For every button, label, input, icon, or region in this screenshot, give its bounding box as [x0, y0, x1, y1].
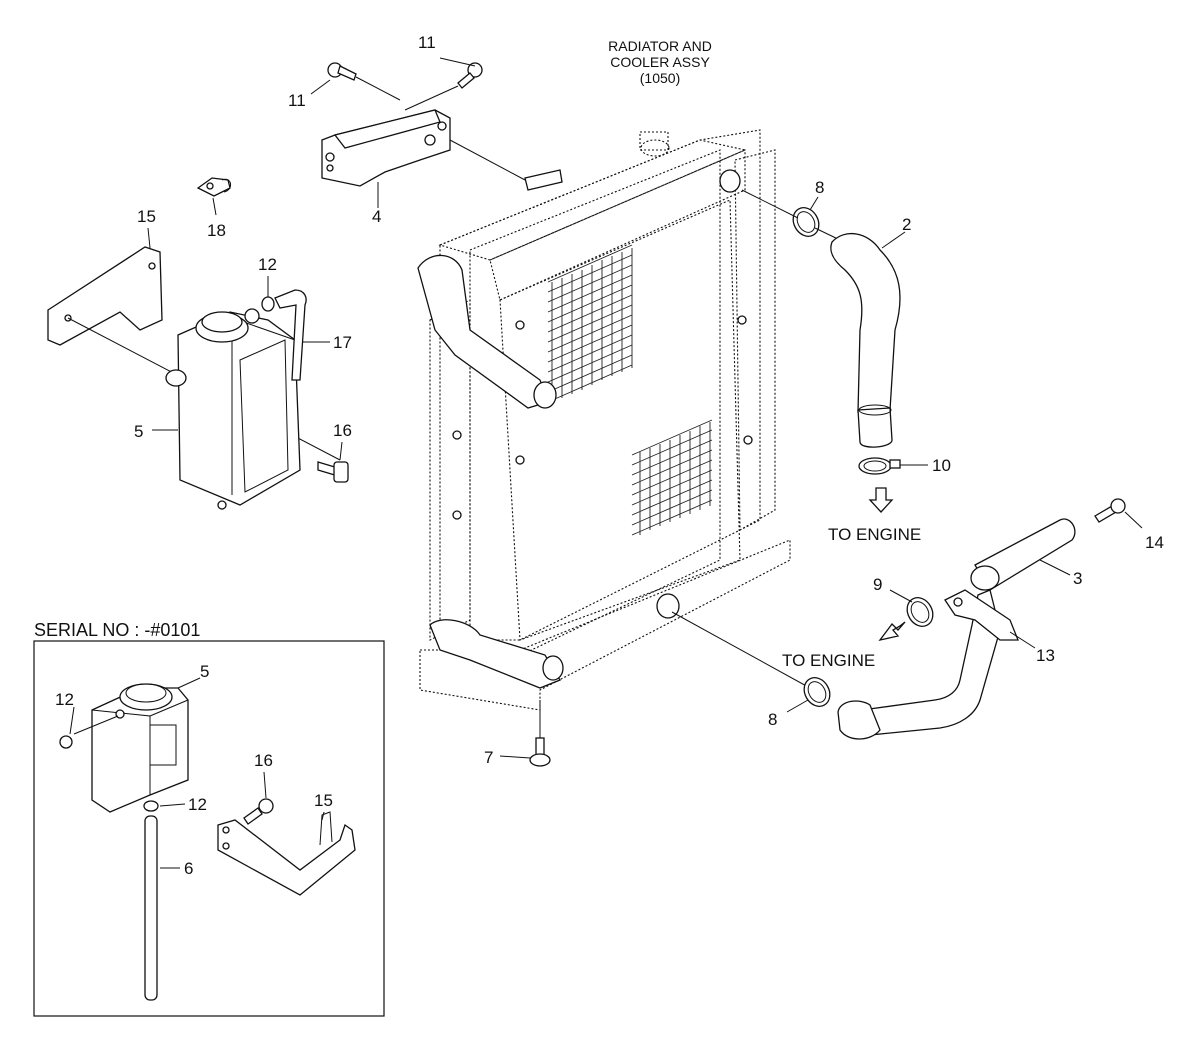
clip-18 — [196, 177, 231, 197]
to-engine-lower-label: TO ENGINE — [782, 651, 875, 670]
to-engine-upper-label: TO ENGINE — [828, 525, 921, 544]
callout-8-lower: 8 — [768, 710, 777, 729]
serial-label: SERIAL NO : -#0101 — [34, 620, 200, 640]
leader-lines — [147, 57, 1143, 759]
elbow-12 — [261, 296, 275, 312]
serial-inset — [33, 640, 385, 1017]
arrow-down-icon — [868, 487, 894, 513]
inset-callout-12-left: 12 — [55, 690, 74, 709]
inset-callout-12-bottom: 12 — [188, 795, 207, 814]
callout-2: 2 — [902, 215, 911, 234]
callout-9: 9 — [873, 575, 882, 594]
inset-callout-15: 15 — [314, 791, 333, 810]
bolt-11-right — [404, 62, 483, 111]
clamp-8-lower — [803, 677, 831, 707]
inset-reservoir-tank — [91, 683, 189, 813]
core-mesh-lower — [631, 419, 713, 536]
bolt-11-left — [327, 62, 401, 101]
callout-14: 14 — [1145, 533, 1164, 552]
arrow-down-left-icon — [878, 621, 906, 642]
assembly-title-line-1: RADIATOR AND — [608, 38, 712, 54]
clamp-8-upper — [741, 189, 841, 241]
callout-17: 17 — [333, 333, 352, 352]
reservoir-tank-5 — [165, 308, 301, 510]
callout-8-upper: 8 — [815, 178, 824, 197]
clamp-10 — [858, 457, 901, 475]
inset-tube-6 — [144, 815, 158, 1001]
callout-10: 10 — [932, 456, 951, 475]
callout-5: 5 — [134, 422, 143, 441]
lower-hose-connector — [671, 611, 881, 740]
callout-11-top: 11 — [418, 33, 436, 52]
inset-grommet-12-bottom — [143, 800, 159, 812]
lower-hose-stub — [429, 619, 561, 689]
hose-17 — [274, 289, 307, 381]
bolt-14 — [1094, 498, 1126, 523]
callout-4: 4 — [372, 207, 381, 226]
upper-outlet — [719, 169, 741, 193]
bolt-16 — [317, 461, 349, 483]
assembly-title: RADIATOR AND COOLER ASSY (1050) — [608, 38, 712, 86]
callout-12: 12 — [258, 255, 277, 274]
inset-bracket-15 — [217, 811, 356, 896]
assembly-title-line-3: (1050) — [640, 70, 680, 86]
clamp-9 — [906, 597, 934, 627]
inset-callout-6: 6 — [184, 859, 193, 878]
inset-callout-16: 16 — [254, 751, 273, 770]
callout-3: 3 — [1073, 569, 1082, 588]
upper-hose-stub — [417, 254, 549, 409]
bolt-7 — [529, 700, 551, 767]
callout-7: 7 — [484, 748, 493, 767]
callout-11-left: 11 — [288, 91, 306, 110]
inset-callout-5: 5 — [200, 662, 209, 681]
bracket-4 — [321, 109, 563, 208]
hose-2 — [830, 232, 901, 448]
callout-18: 18 — [207, 221, 226, 240]
inset-grommet-12-left — [59, 735, 73, 749]
callout-13: 13 — [1036, 646, 1055, 665]
assembly-title-line-2: COOLER ASSY — [610, 54, 710, 70]
lower-outlet — [656, 593, 680, 619]
callout-15: 15 — [137, 207, 156, 226]
radiator-assembly — [417, 129, 791, 711]
core-mesh-upper — [547, 244, 633, 403]
inset-bolt-16 — [243, 798, 274, 825]
bracket-13 — [944, 589, 1019, 641]
callout-16: 16 — [333, 421, 352, 440]
